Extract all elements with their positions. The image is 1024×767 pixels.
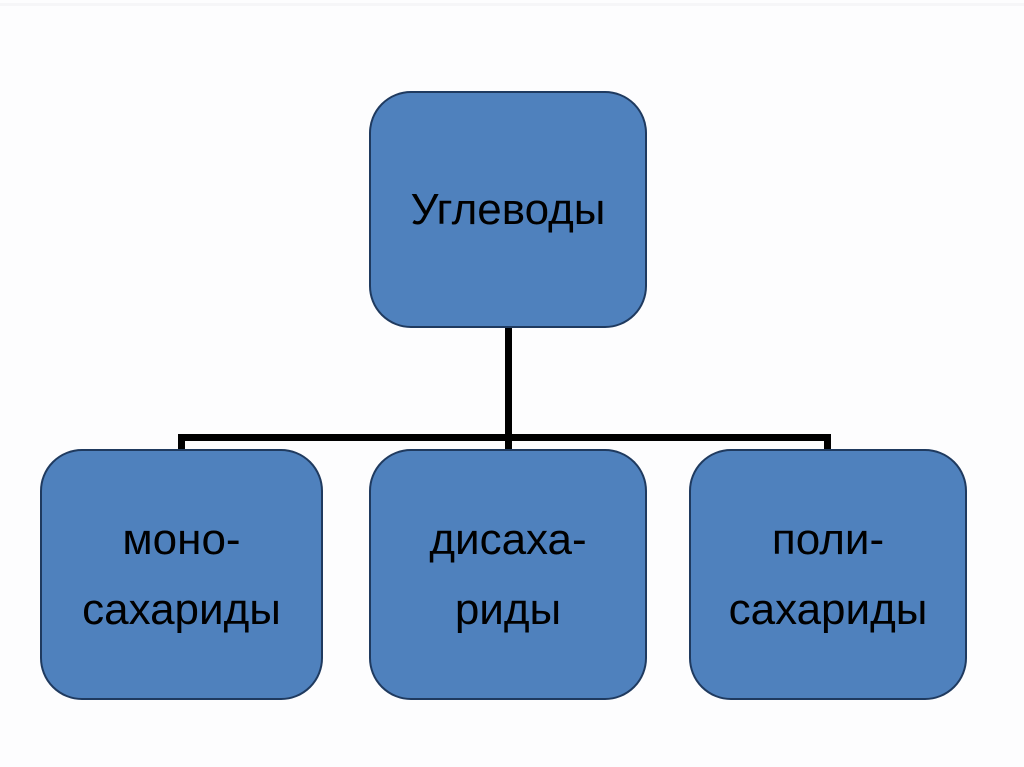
connector-stub-left [178,434,185,452]
child-node-label-line1: дисаха- [429,514,587,564]
root-node-label: Углеводы [410,184,606,234]
child-node-monosaccharides: моно- сахариды [40,449,323,700]
connector-vertical-center [505,326,512,452]
connector-horizontal [178,434,831,441]
child-node-polysaccharides: поли- сахариды [689,449,967,700]
child-node-label-line2: сахариды [82,584,281,634]
child-node-label-line1: поли- [771,514,885,564]
child-node-label-line2: сахариды [728,584,928,634]
top-edge-line [0,3,1024,6]
connector-stub-right [824,434,831,452]
root-node-carbohydrates: Углеводы [369,91,647,328]
child-node-label-line2: риды [454,584,562,634]
child-node-disaccharides: дисаха- риды [369,449,647,700]
child-node-label-line1: моно- [122,514,241,564]
